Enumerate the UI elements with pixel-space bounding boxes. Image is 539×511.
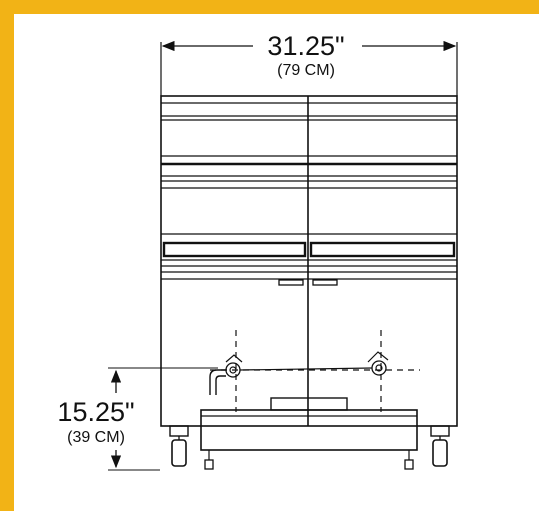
width-metric-label: (79 CM)	[277, 62, 335, 79]
height-dimension: 15.25" (39 CM)	[57, 367, 218, 471]
height-metric-label: (39 CM)	[67, 429, 125, 446]
fryer-cabinet	[160, 95, 458, 427]
width-dimension: 31.25" (79 CM)	[160, 31, 458, 96]
right-caster	[430, 425, 450, 467]
width-imperial-label: 31.25"	[267, 31, 344, 61]
drain-assembly	[200, 330, 420, 470]
left-caster	[169, 425, 189, 467]
height-imperial-label: 15.25"	[57, 397, 134, 427]
